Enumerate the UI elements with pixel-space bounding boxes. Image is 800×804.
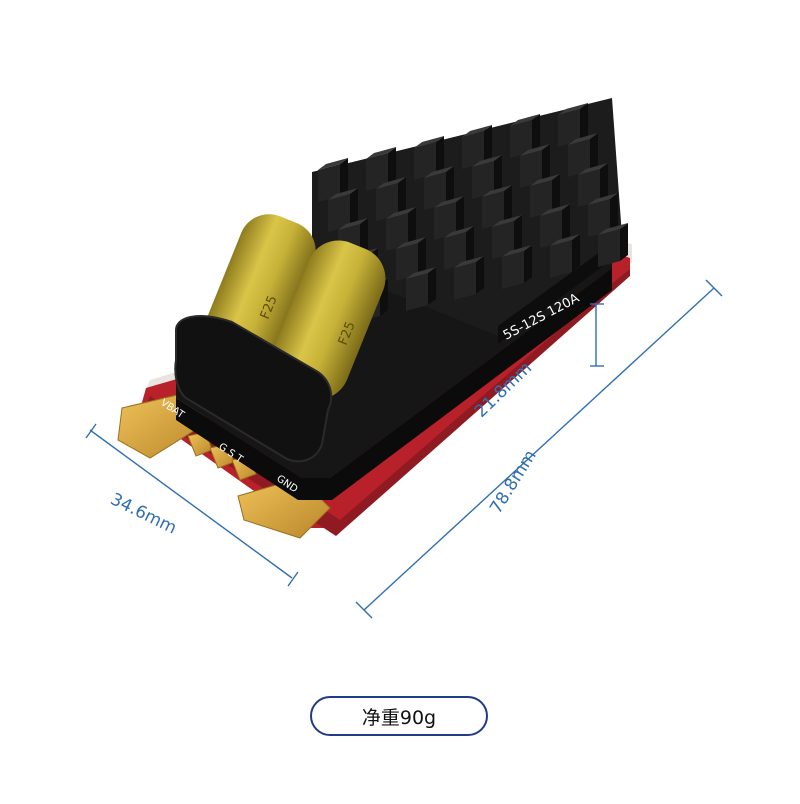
heatsink-fin	[444, 226, 474, 270]
heatsink-fin	[492, 215, 522, 259]
heatsink-fin	[598, 223, 628, 267]
heatsink-fin	[588, 193, 618, 237]
heatsink-fin	[540, 204, 570, 248]
heatsink-fin	[454, 256, 484, 300]
heatsink-fin	[510, 114, 540, 158]
heatsink-fin	[472, 155, 502, 199]
heatsink-fin	[558, 103, 588, 147]
heatsink-fin	[530, 174, 560, 218]
weight-badge: 净重90g	[310, 696, 488, 736]
capacitors: F25 F25	[174, 214, 386, 463]
heatsink-fin	[520, 144, 550, 188]
heatsink-fin	[318, 158, 348, 202]
heatsink-fin	[366, 147, 396, 191]
heatsink-fin	[396, 237, 426, 281]
heatsink-fin	[406, 267, 436, 311]
heatsink-fin	[578, 163, 608, 207]
heatsink-fin	[434, 196, 464, 240]
dimension-lines	[85, 279, 723, 619]
weight-label: 净重90g	[361, 706, 437, 729]
heatsink-fin	[414, 136, 444, 180]
heatsink-fin	[568, 133, 598, 177]
heatsink-fin	[386, 207, 416, 251]
heatsink-fin	[424, 166, 454, 210]
heatsink-fin	[328, 188, 358, 232]
heatsink-fin	[550, 234, 580, 278]
heatsink-fin	[502, 245, 532, 289]
length-dimension-line	[363, 287, 715, 611]
heatsink-fin	[462, 125, 492, 169]
width-dimension-line	[89, 429, 293, 579]
heatsink-fin	[376, 177, 406, 221]
capacitor-right	[270, 240, 386, 400]
capacitor-clamp	[174, 315, 333, 463]
heatsink-fin	[482, 185, 512, 229]
